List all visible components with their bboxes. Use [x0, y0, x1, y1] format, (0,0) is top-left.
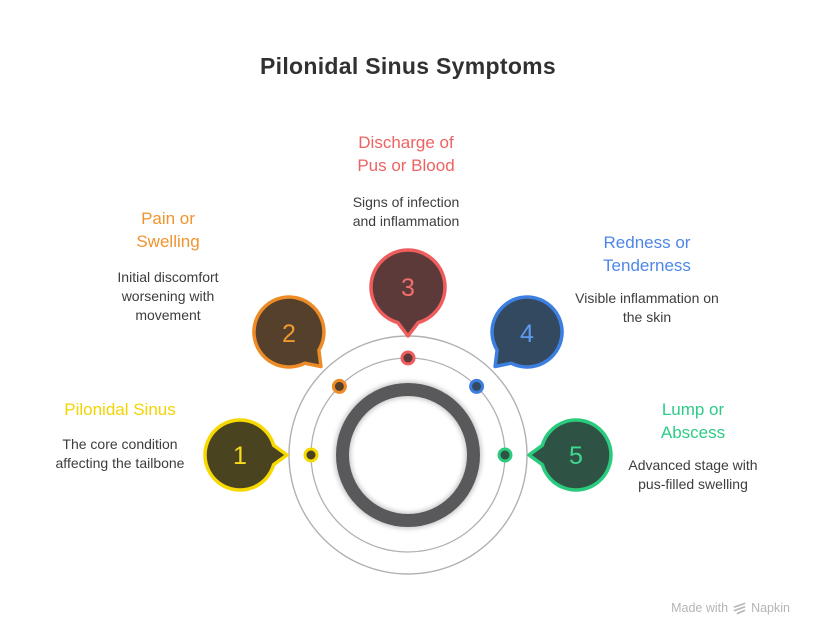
node-5-description: Advanced stage with pus-filled swelling	[628, 457, 758, 492]
connector-dot-5	[497, 447, 513, 463]
node-2-title: Pain or Swelling	[136, 209, 200, 251]
bubble-3: 3	[369, 248, 447, 338]
bubble-1: 1	[203, 418, 289, 492]
made-with-napkin-link[interactable]: Made with Napkin	[671, 601, 790, 615]
outer-orbit-circle	[288, 335, 528, 575]
node-2-description: Initial discomfort worsening with moveme…	[117, 269, 219, 323]
bubble-2-shape	[252, 295, 326, 369]
connector-dot-2	[331, 378, 347, 394]
connector-dot-1	[303, 447, 319, 463]
node-3-description: Signs of infection and inflammation	[352, 194, 460, 229]
bubble-3-number: 3	[401, 274, 415, 302]
bubble-4-shape	[490, 295, 564, 369]
napkin-logo-icon	[733, 602, 746, 615]
connector-dot-4	[469, 378, 485, 394]
bubble-2-number: 2	[282, 320, 296, 348]
page-title: Pilonidal Sinus Symptoms	[259, 53, 557, 79]
node-1-description: The core condition affecting the tailbon…	[55, 436, 185, 471]
watermark-prefix: Made with	[671, 601, 729, 615]
bubble-4: 4	[490, 295, 564, 369]
bubble-1-shape	[203, 418, 289, 492]
node-label-group-3: Discharge of Pus or Blood Signs of infec…	[341, 131, 471, 231]
bubble-5: 5	[527, 418, 613, 492]
node-label-group-4: Redness or Tenderness Visible inflammati…	[575, 231, 720, 327]
node-1-title: Pilonidal Sinus	[64, 400, 176, 419]
bubble-1-number: 1	[233, 442, 247, 470]
node-label-group-2: Pain or Swelling Initial discomfort wors…	[108, 207, 228, 325]
bubble-5-number: 5	[569, 442, 583, 470]
node-4-description: Visible inflammation on the skin	[575, 290, 719, 325]
node-4-title: Redness or Tenderness	[603, 233, 691, 275]
node-5-title: Lump or Abscess	[660, 400, 726, 442]
node-label-group-5: Lump or Abscess Advanced stage with pus-…	[618, 398, 768, 494]
watermark-brand: Napkin	[751, 601, 790, 615]
node-3-title: Discharge of Pus or Blood	[357, 133, 455, 175]
bubble-2: 2	[252, 295, 326, 369]
bubble-3-shape	[369, 248, 447, 338]
core-ring	[336, 383, 480, 527]
bubble-4-number: 4	[520, 320, 534, 348]
connector-dot-3	[400, 350, 416, 366]
bubble-5-shape	[527, 418, 613, 492]
node-label-group-1: Pilonidal Sinus The core condition affec…	[40, 398, 200, 473]
